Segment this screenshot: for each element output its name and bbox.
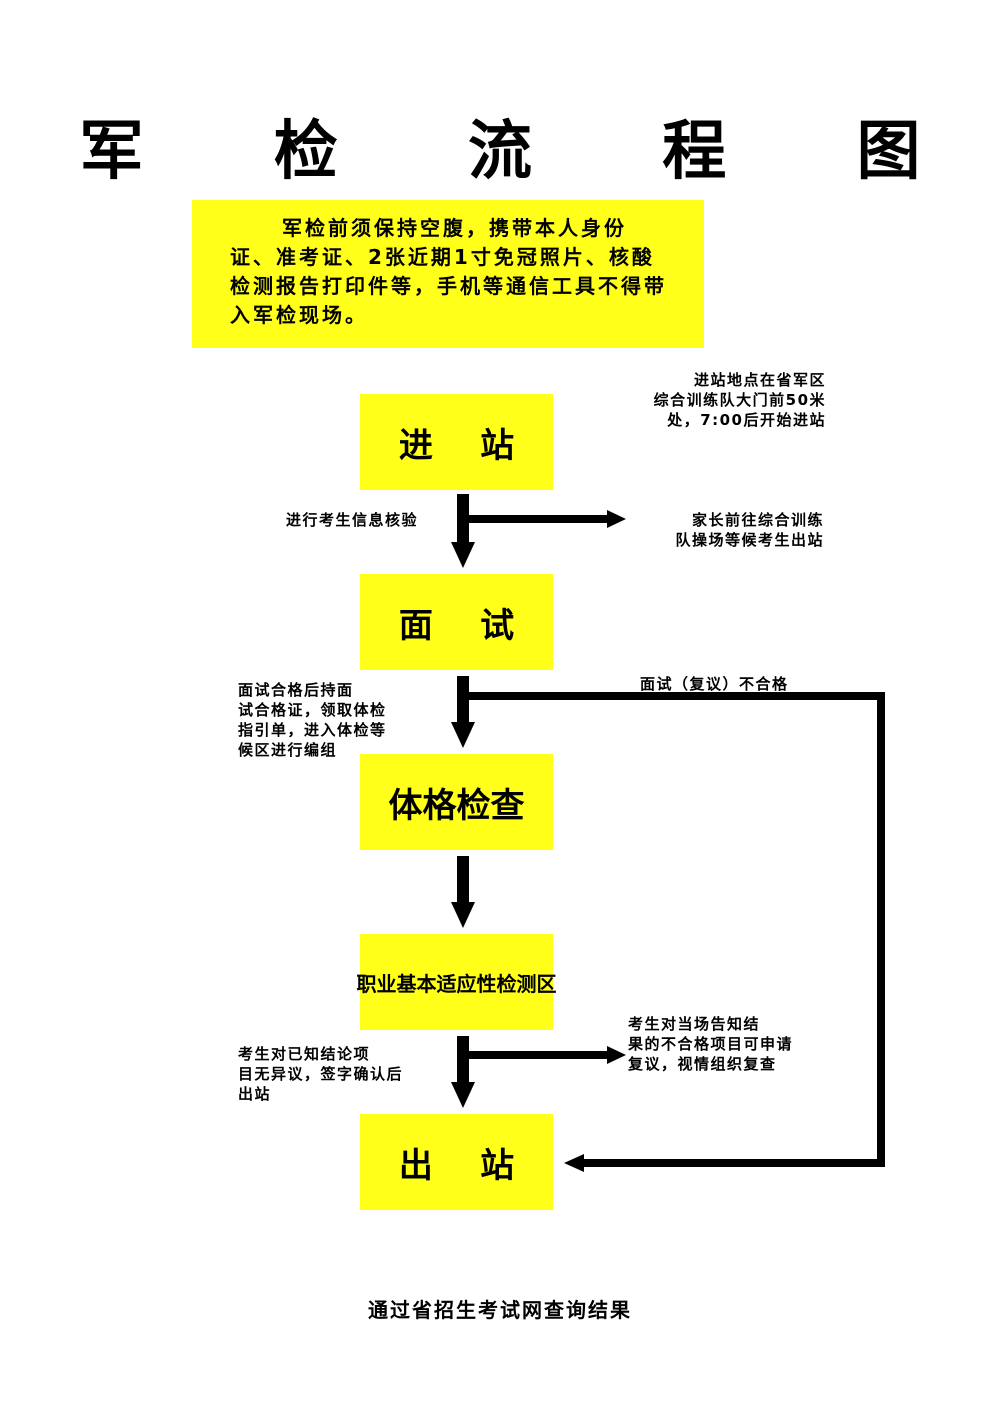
interview-pass-note: 面试合格后持面 试合格证，领取体检 指引单，进入体检等 候区进行编组 — [238, 681, 387, 759]
parents-wait-note: 家长前往综合训练 队操场等候考生出站 — [675, 511, 824, 549]
arrow-fail-loop — [469, 692, 885, 1167]
arrowhead-enter-to-interview — [451, 542, 475, 568]
arrowhead-interview-to-physical — [451, 722, 475, 748]
no-objection-note: 考生对已知结论项 目无异议，签字确认后 出站 — [238, 1045, 404, 1103]
arrow-to-review — [469, 1051, 609, 1059]
arrowhead-physical-to-aptitude — [451, 902, 475, 928]
info-check-note: 进行考生信息核验 — [286, 511, 419, 529]
pre-exam-notice: 军检前须保持空腹，携带本人身份证、准考证、2张近期1寸免冠照片、核酸检测报告打印… — [192, 200, 704, 348]
arrow-to-parents — [469, 515, 609, 523]
entry-location-note: 进站地点在省军区 综合训练队大门前50米 处，7:00后开始进站 — [653, 371, 826, 429]
arrow-enter-to-interview — [457, 494, 469, 544]
page-title: 军 检 流 程 图 — [79, 115, 975, 189]
arrow-interview-to-physical — [457, 676, 469, 724]
arrowhead-to-review — [607, 1046, 626, 1064]
arrow-physical-to-aptitude — [457, 856, 469, 904]
arrow-aptitude-to-exit — [457, 1036, 469, 1084]
step-enter-station: 进 站 — [360, 394, 553, 490]
step-exit-station: 出 站 — [360, 1114, 553, 1210]
arrowhead-to-parents — [607, 510, 626, 528]
arrowhead-aptitude-to-exit — [451, 1082, 475, 1108]
arrowhead-fail-loop — [564, 1154, 584, 1172]
footer-result-query: 通过省招生考试网查询结果 — [368, 1298, 632, 1322]
step-physical-exam: 体格检查 — [360, 754, 553, 850]
review-note: 考生对当场告知结 果的不合格项目可申请 复议，视情组织复查 — [628, 1015, 794, 1073]
step-interview: 面 试 — [360, 574, 553, 670]
interview-fail-note: 面试（复议）不合格 — [640, 675, 789, 693]
step-aptitude-test: 职业基本适应性检测区 — [357, 934, 557, 1030]
